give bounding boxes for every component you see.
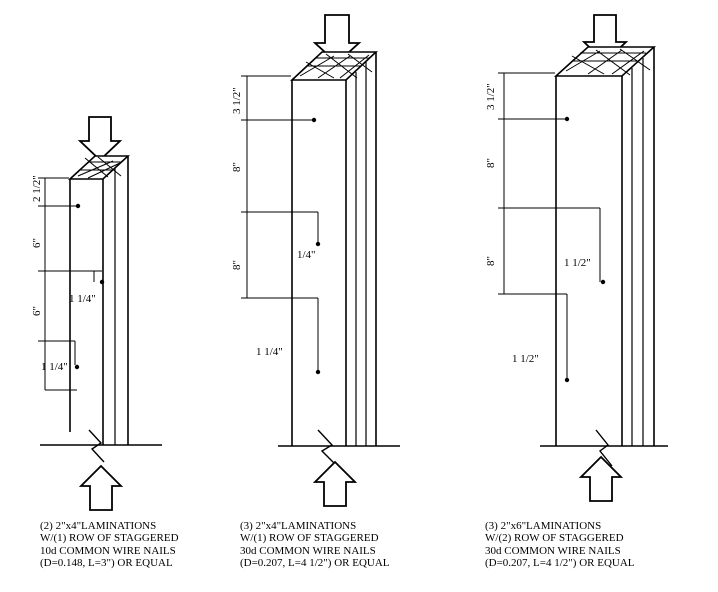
caption-column-2: (3) 2"x4"LAMINATIONS W/(1) ROW OF STAGGE… — [240, 520, 390, 570]
column-1 — [38, 116, 162, 511]
caption-line: (2) 2"x4"LAMINATIONS — [40, 520, 157, 532]
col2-dim-2: 8" — [231, 162, 243, 172]
col1-edge-2: 1 1/4" — [41, 361, 68, 373]
caption-line: (D=0.148, L=3") OR EQUAL — [40, 557, 173, 570]
col2-edge-2: 1 1/4" — [256, 346, 283, 358]
caption-line: (D=0.207, L=4 1/2") OR EQUAL — [485, 557, 635, 570]
col3-dim-2: 8" — [485, 158, 497, 168]
caption-line: (3) 2"x4"LAMINATIONS — [240, 520, 357, 532]
col2-edge-1: 1/4" — [297, 249, 316, 261]
col3-edge-1: 1 1/2" — [564, 257, 591, 269]
caption-line: 30d COMMON WIRE NAILS — [485, 544, 621, 557]
col2-dim-3: 8" — [231, 260, 243, 270]
break-icon — [595, 429, 613, 467]
reaction-up-arrow-icon — [312, 460, 358, 507]
break-icon — [317, 429, 338, 467]
caption-line: W/(1) ROW OF STAGGERED — [240, 532, 379, 545]
col1-edge-1: 1 1/4" — [69, 293, 96, 305]
col1-dim-2: 6" — [31, 238, 43, 248]
caption-line: W/(2) ROW OF STAGGERED — [485, 532, 624, 545]
col1-dim-1: 2 1/2" — [31, 175, 43, 202]
caption-column-3: (3) 2"x6"LAMINATIONS W/(2) ROW OF STAGGE… — [485, 520, 635, 570]
caption-line: W/(1) ROW OF STAGGERED — [40, 532, 179, 545]
column-2 — [241, 14, 400, 507]
caption-column-1: (2) 2"x4"LAMINATIONS W/(1) ROW OF STAGGE… — [40, 520, 179, 570]
col2-dim-1: 3 1/2" — [231, 87, 243, 114]
load-down-arrow-icon — [77, 116, 123, 162]
caption-line: 30d COMMON WIRE NAILS — [240, 544, 376, 557]
caption-line: 10d COMMON WIRE NAILS — [40, 544, 176, 557]
col1-dim-3: 6" — [31, 306, 43, 316]
col3-edge-2: 1 1/2" — [512, 353, 539, 365]
col3-dim-1: 3 1/2" — [485, 83, 497, 110]
column-3 — [498, 14, 668, 502]
caption-line: (D=0.207, L=4 1/2") OR EQUAL — [240, 557, 390, 570]
col3-dim-3: 8" — [485, 256, 497, 266]
break-icon — [88, 429, 105, 463]
reaction-up-arrow-icon — [78, 464, 124, 511]
caption-line: (3) 2"x6"LAMINATIONS — [485, 520, 602, 532]
reaction-up-arrow-icon — [578, 455, 624, 502]
